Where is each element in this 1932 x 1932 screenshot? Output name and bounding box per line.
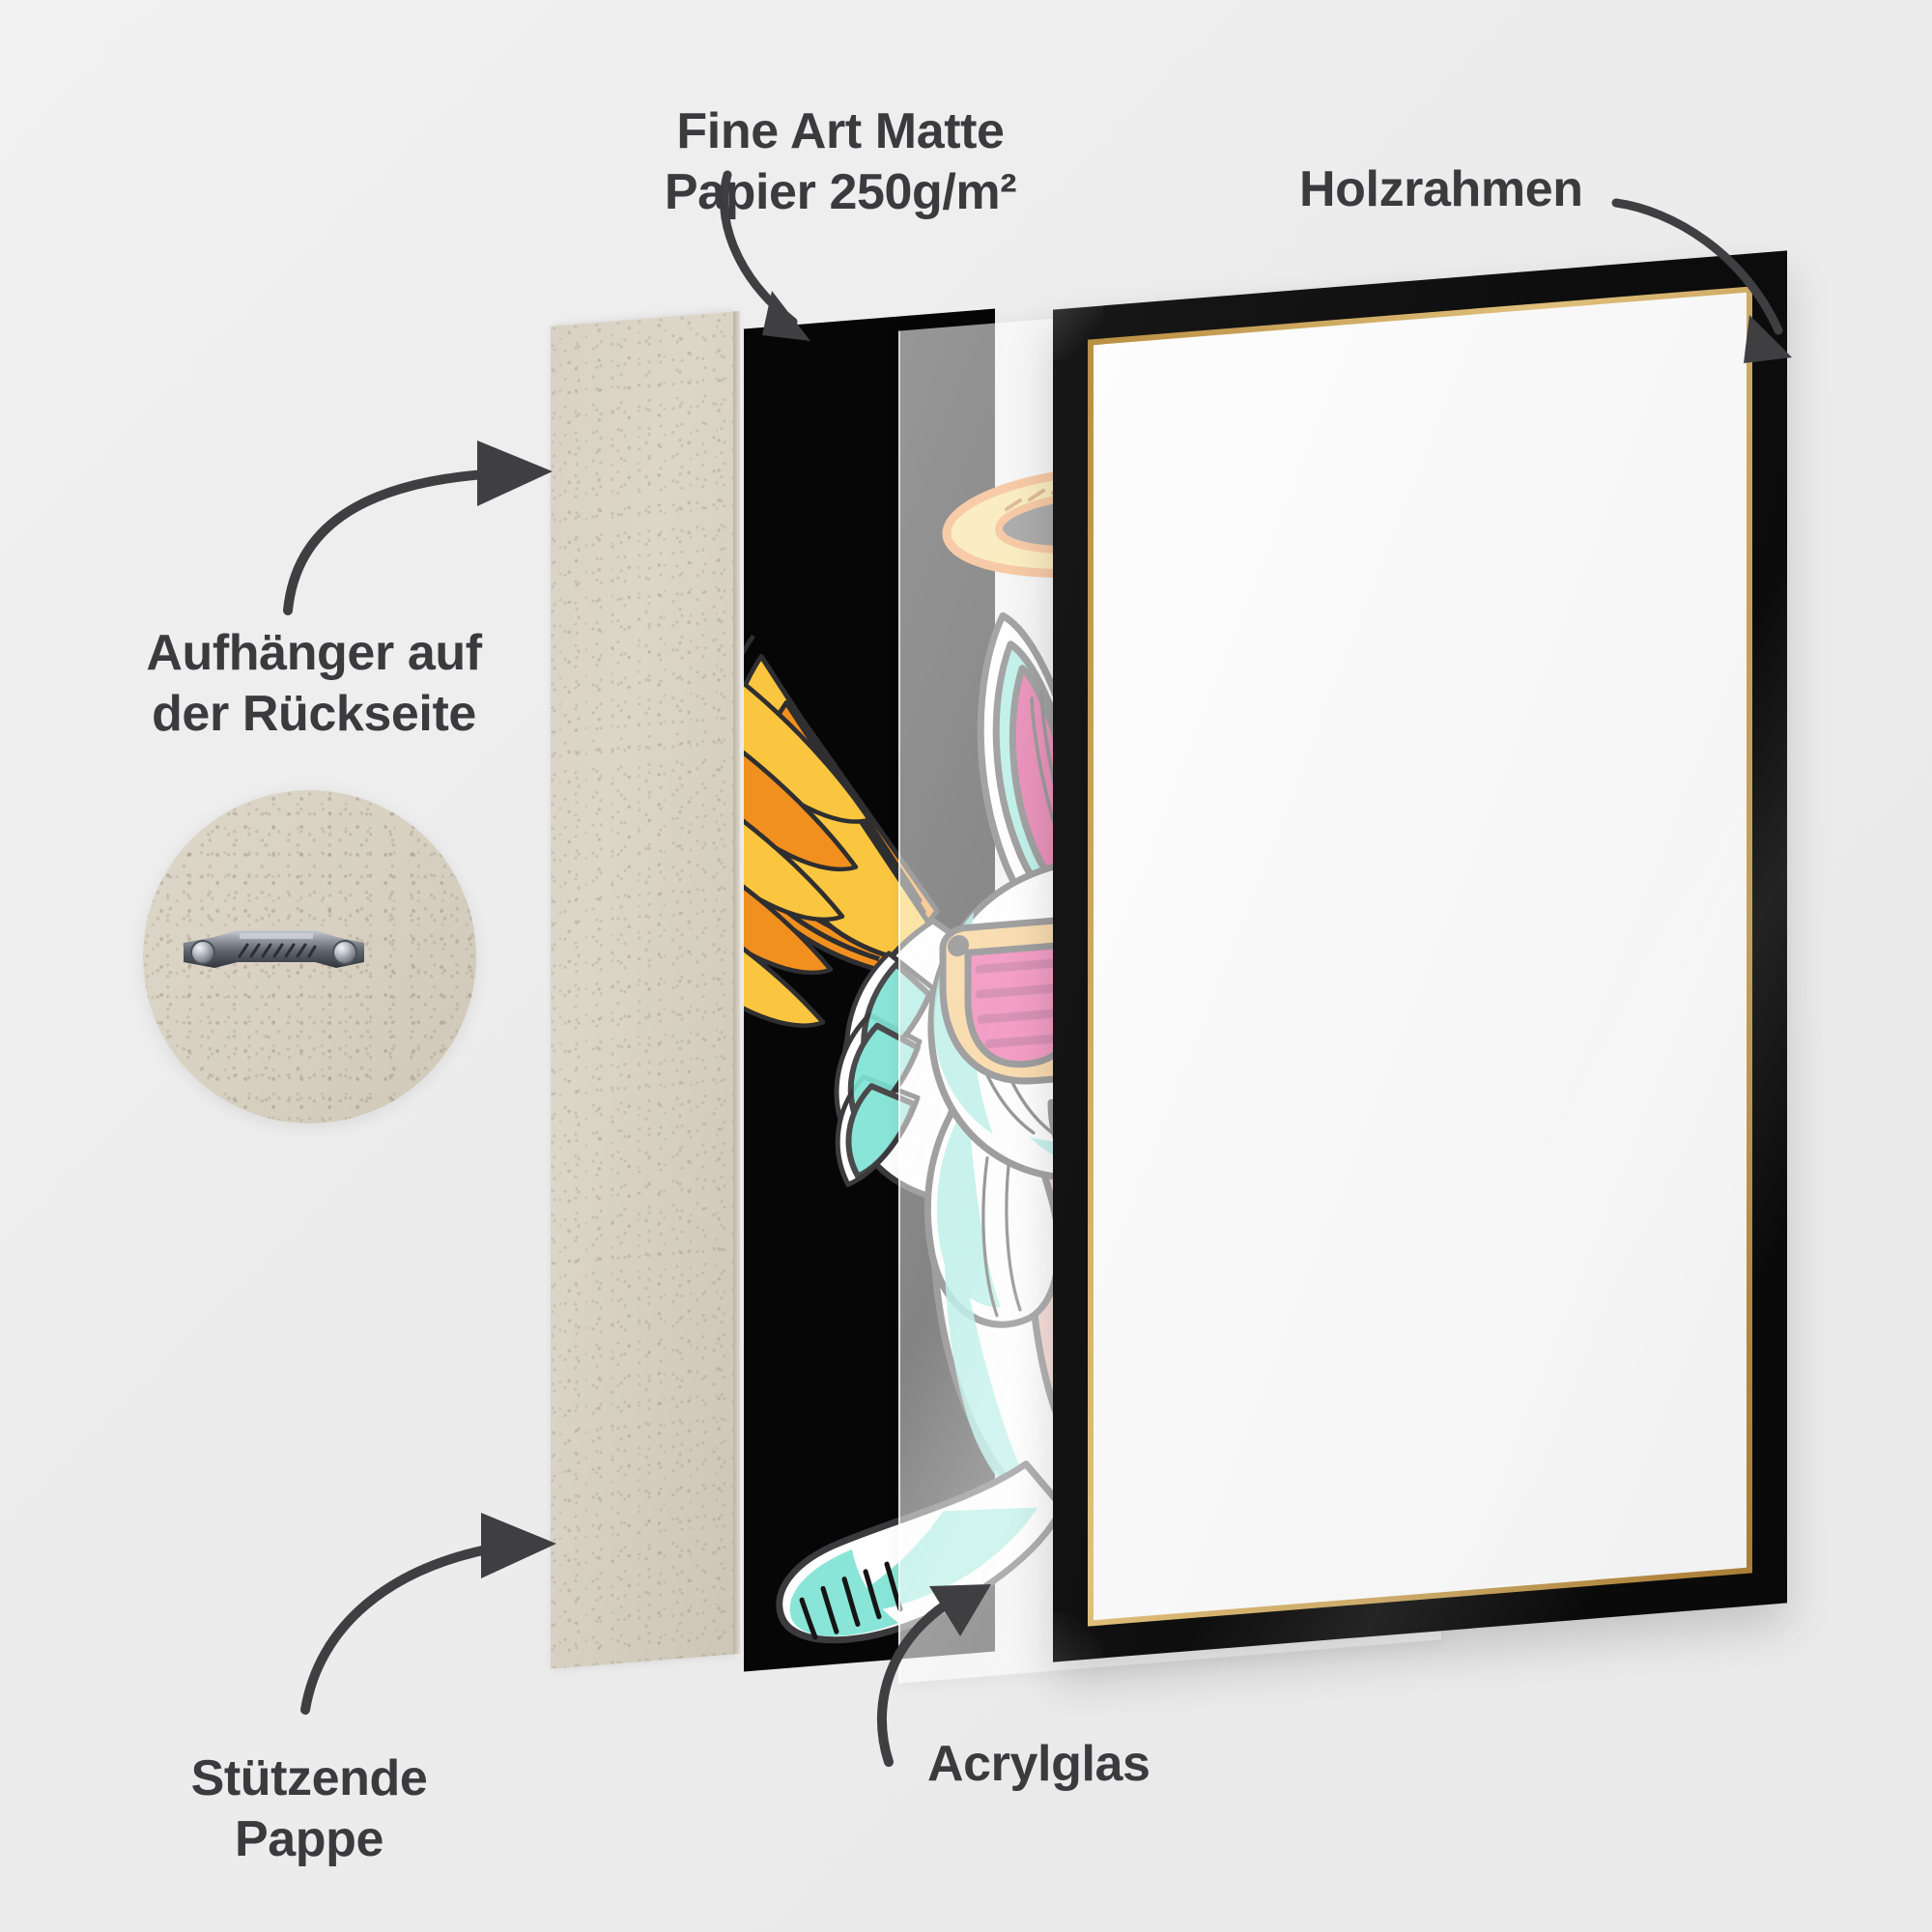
frame-inner-white [1094, 292, 1747, 1621]
wooden-frame-layer [1053, 250, 1787, 1662]
label-hanger: Aufhänger auf der Rückseite [146, 625, 482, 743]
label-acrylic-glass: Acrylglas [927, 1736, 1151, 1792]
orange-feathers-left [744, 636, 872, 1028]
cardboard-layer [551, 311, 734, 1669]
sawtooth-hanger-icon [184, 930, 364, 968]
label-wooden-frame: Holzrahmen [1299, 161, 1583, 217]
label-fine-art-paper: Fine Art Matte Papier 250g/m² [664, 103, 1017, 221]
frame-mitre-bottom-left [1053, 1607, 1103, 1662]
frame-mitre-top-left [1053, 305, 1103, 360]
label-cardboard: Stützende Pappe [190, 1750, 428, 1868]
curved-arrow-up-right-icon-cardboard [300, 1513, 556, 1715]
curved-arrow-right-icon-hanger [283, 440, 553, 615]
